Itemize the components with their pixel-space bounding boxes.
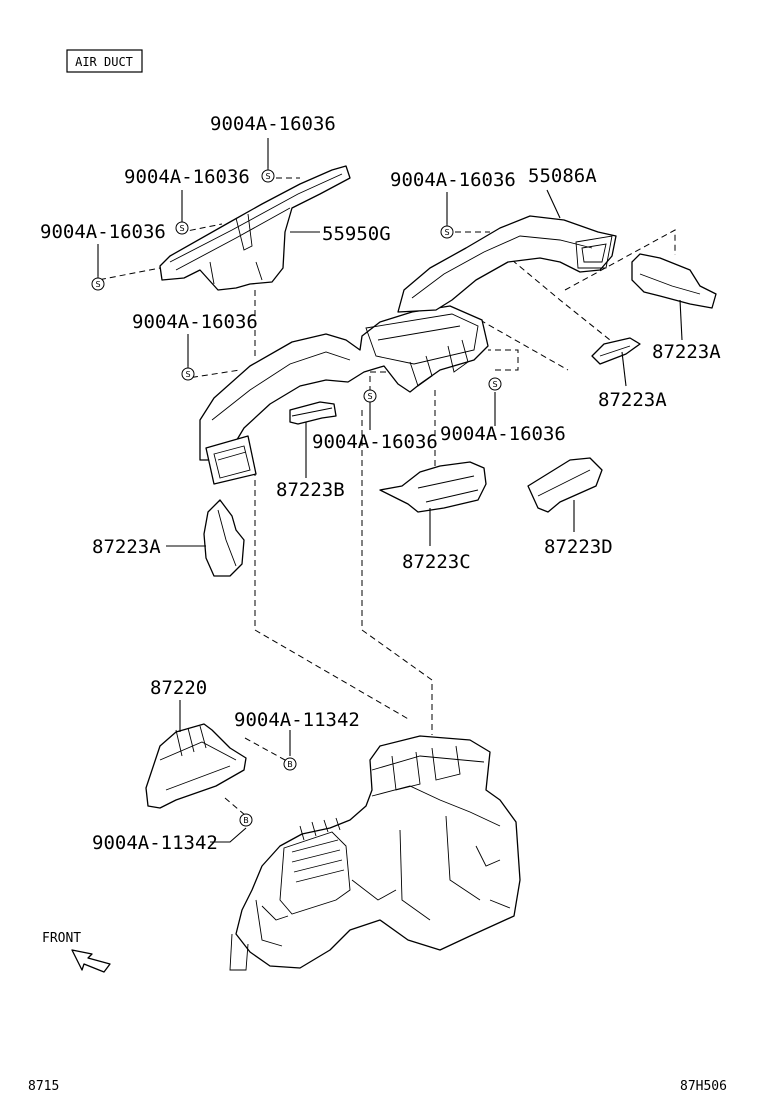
front-arrow-icon — [71, 949, 111, 973]
screw-marker: S — [440, 225, 454, 239]
label-bolt-left-upper: 9004A-16036 — [124, 166, 250, 188]
label-pad-87223a-right-top: 87223A — [652, 341, 721, 363]
heater-unit — [229, 735, 521, 971]
svg-text:S: S — [95, 280, 100, 289]
bolt-marker: B — [283, 757, 297, 771]
label-bolt-lower-left: 9004A-11342 — [92, 832, 218, 854]
label-duct-87220: 87220 — [150, 677, 207, 699]
duct-55086a — [397, 215, 617, 313]
pad-87223a-left — [203, 499, 245, 577]
screw-marker: S — [175, 221, 189, 235]
label-pad-87223c: 87223C — [402, 551, 471, 573]
svg-text:S: S — [367, 392, 372, 401]
label-duct-55086a: 55086A — [528, 165, 597, 187]
duct-left-outlet — [205, 435, 257, 485]
title-box: AIR DUCT — [66, 49, 143, 73]
label-pad-87223d: 87223D — [544, 536, 613, 558]
label-bolt-left: 9004A-16036 — [40, 221, 166, 243]
svg-text:S: S — [185, 370, 190, 379]
pad-87223d — [527, 457, 603, 513]
screw-marker: S — [261, 169, 275, 183]
pad-87223c — [379, 461, 487, 513]
label-bolt-mid-left: 9004A-16036 — [132, 311, 258, 333]
label-bolt-lower-right: 9004A-11342 — [234, 709, 360, 731]
svg-text:S: S — [444, 228, 449, 237]
footer-left-code: 8715 — [28, 1079, 59, 1094]
footer-right-code: 87H506 — [680, 1079, 727, 1094]
screw-marker: S — [181, 367, 195, 381]
screw-marker: S — [91, 277, 105, 291]
svg-text:S: S — [179, 224, 184, 233]
svg-text:B: B — [287, 760, 293, 769]
svg-text:B: B — [243, 816, 249, 825]
part-labels: 9004A-16036 9004A-16036 9004A-16036 9004… — [40, 113, 721, 854]
label-bolt-right-upper: 9004A-16036 — [390, 169, 516, 191]
label-pad-87223a-right: 87223A — [598, 389, 667, 411]
label-duct-55950g: 55950G — [322, 223, 391, 245]
label-bolt-center: 9004A-16036 — [312, 431, 438, 453]
pad-87223a-right-top — [631, 253, 717, 309]
title-text: AIR DUCT — [75, 55, 133, 69]
pad-87223a-right — [591, 337, 641, 365]
svg-text:S: S — [492, 380, 497, 389]
front-label: FRONT — [42, 931, 81, 946]
footer: 8715 87H506 — [28, 1079, 727, 1094]
duct-87220 — [145, 723, 247, 809]
label-pad-87223a-left: 87223A — [92, 536, 161, 558]
pad-87223b — [289, 401, 337, 425]
svg-text:S: S — [265, 172, 270, 181]
duct-55950g — [159, 165, 351, 291]
label-bolt-center-right: 9004A-16036 — [440, 423, 566, 445]
front-indicator: FRONT — [42, 931, 111, 973]
screw-marker: S — [488, 377, 502, 391]
fastener-markers: S S S S S S S B B — [91, 169, 502, 827]
leader-lines — [97, 138, 683, 843]
bolt-marker: B — [239, 813, 253, 827]
screw-marker: S — [363, 389, 377, 403]
duct-center-main — [199, 305, 489, 461]
label-pad-87223b: 87223B — [276, 479, 345, 501]
label-bolt-top: 9004A-16036 — [210, 113, 336, 135]
